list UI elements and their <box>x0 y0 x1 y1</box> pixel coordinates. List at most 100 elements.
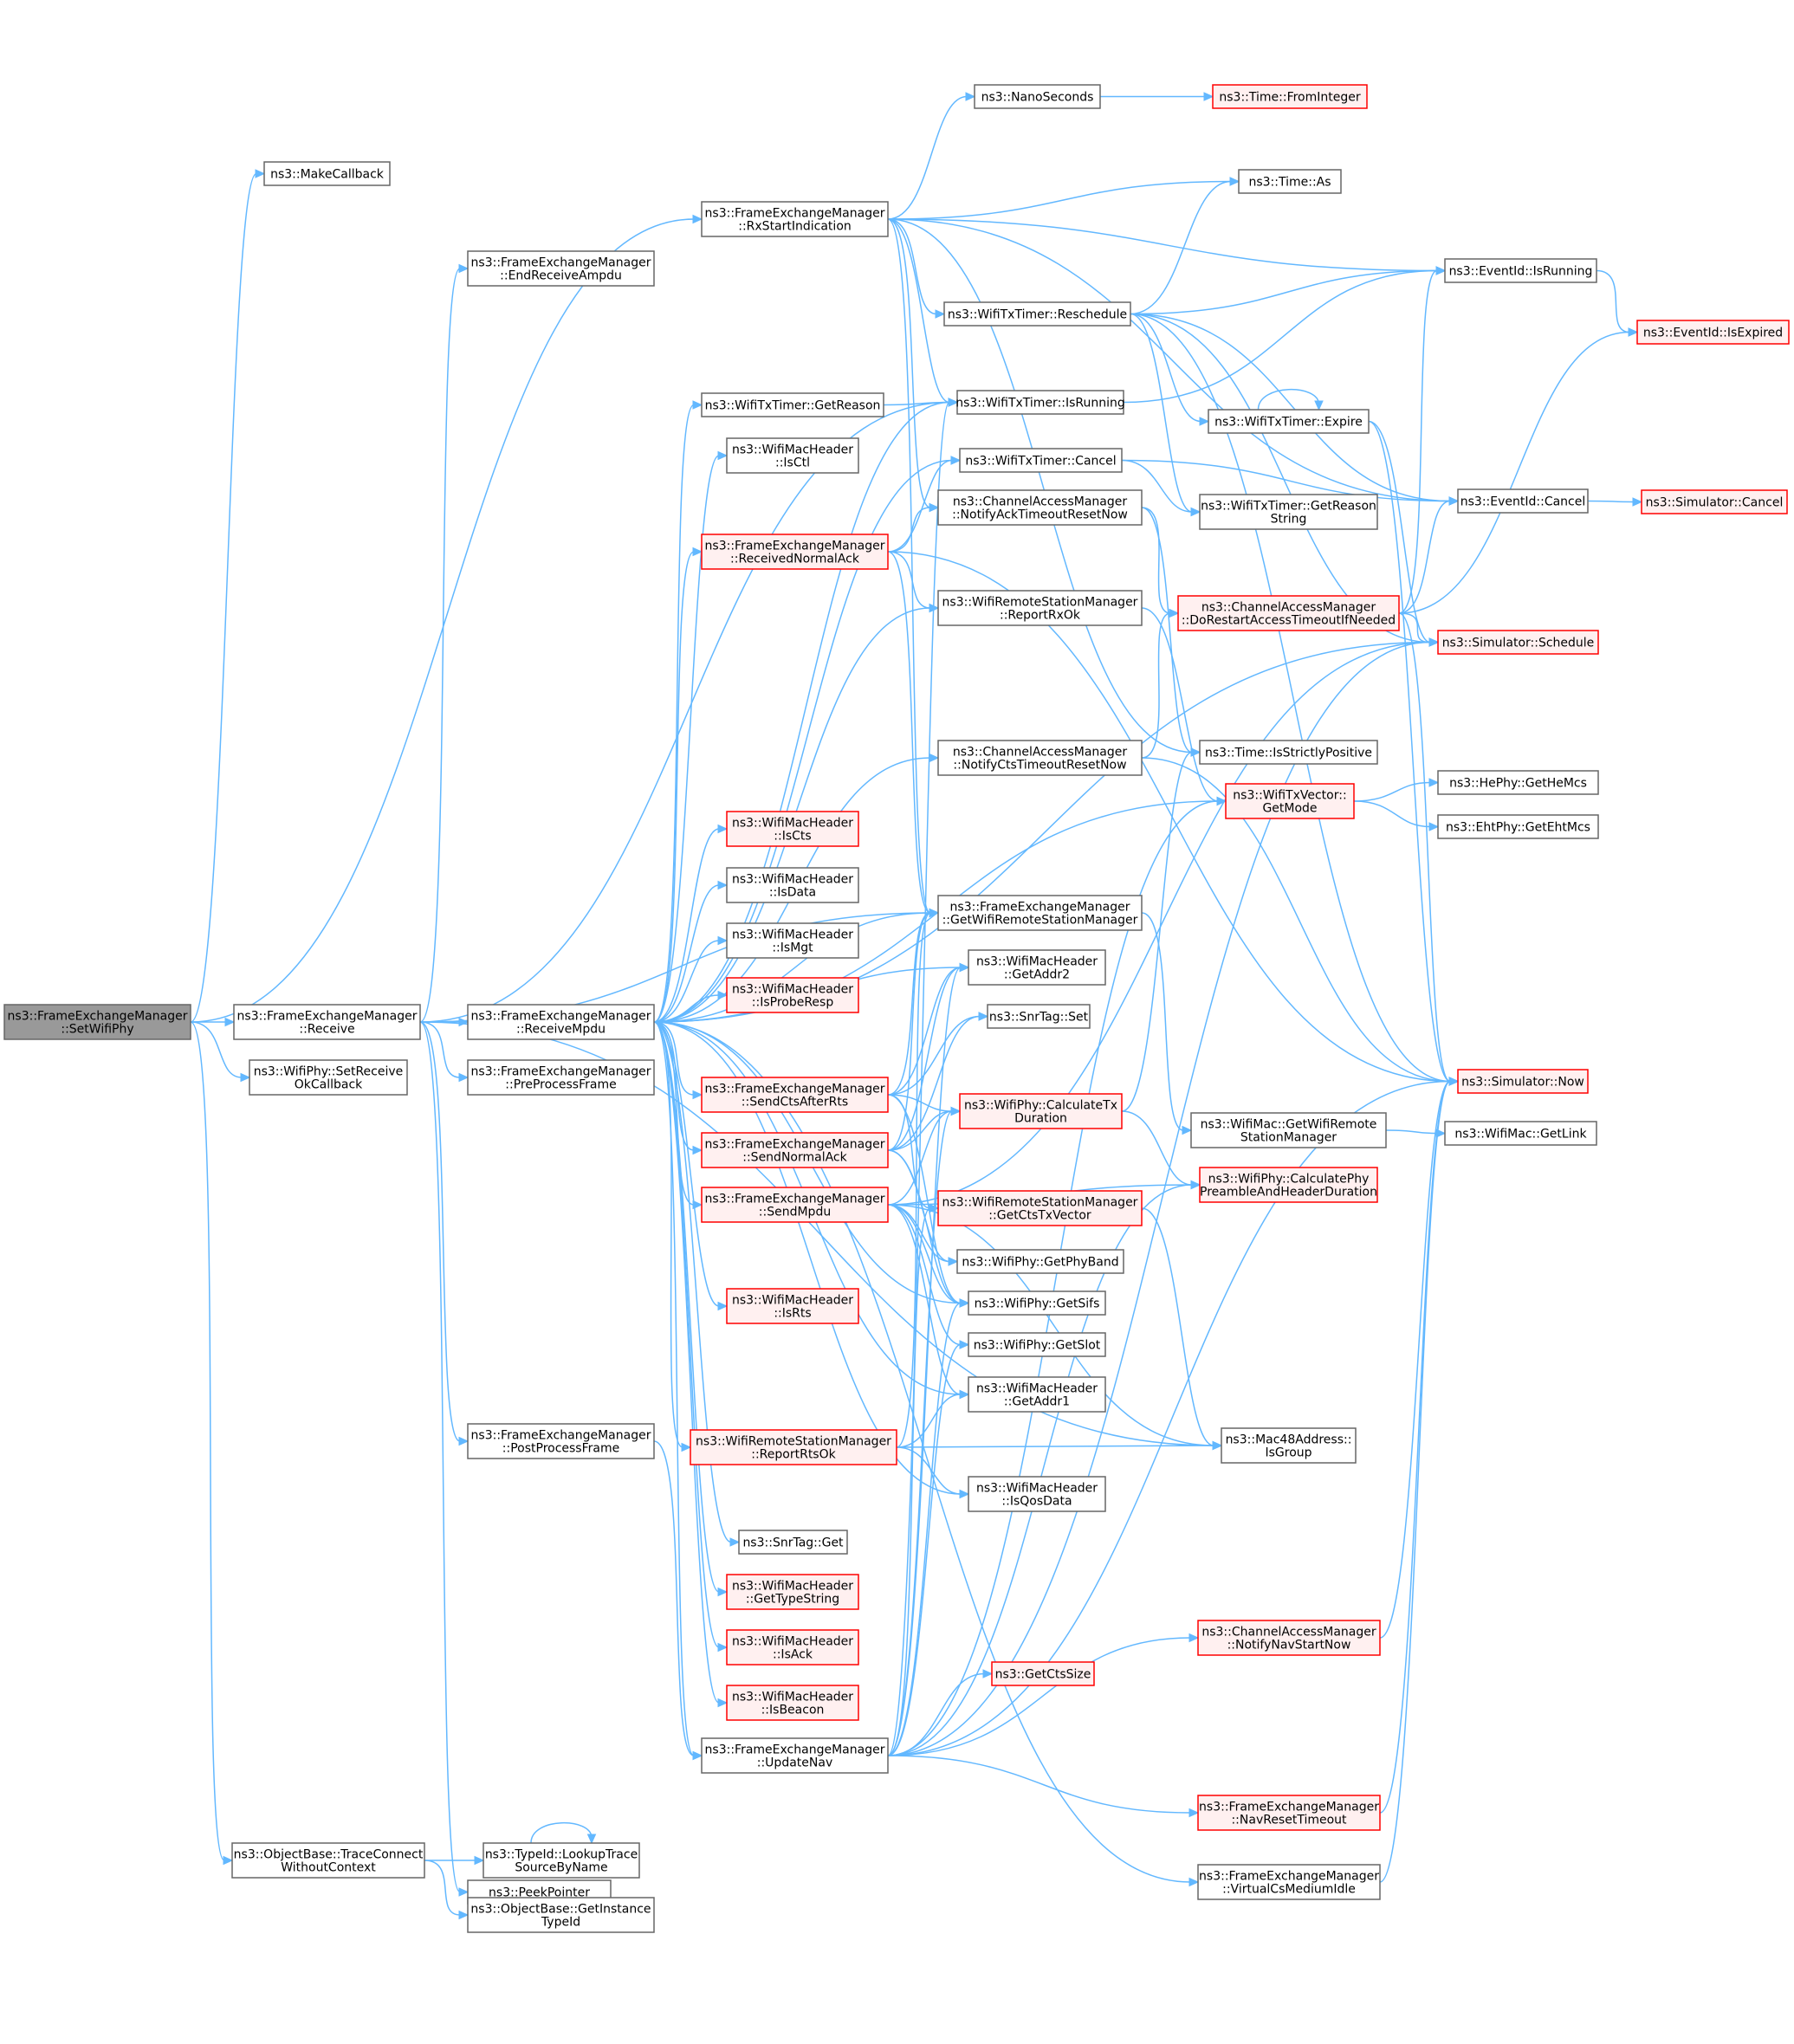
node-ns3-eventid-cancel[interactable]: ns3::EventId::Cancel <box>1457 488 1589 514</box>
edge-n4-n3 <box>419 263 470 1023</box>
node-ns3-frameexchangemanager-sendmpdu[interactable]: ns3::FrameExchangeManager::SendMpdu <box>701 1187 889 1223</box>
node-ns3-wifimacheader-isctl[interactable]: ns3::WifiMacHeader::IsCtl <box>726 437 859 474</box>
node-ns3-wifimacheader-isack[interactable]: ns3::WifiMacHeader::IsAck <box>726 1629 859 1666</box>
node-ns3-wifitxvector-getmode[interactable]: ns3::WifiTxVector::GetMode <box>1225 783 1355 819</box>
arrowhead <box>929 908 940 918</box>
node-box <box>1190 1112 1387 1148</box>
node-ns3-wifiremotestationmanager-getctstxvector[interactable]: ns3::WifiRemoteStationManager::GetCtsTxV… <box>937 1190 1143 1226</box>
node-ns3-channelaccessmanager-dorestartaccesstimeoutifneeded[interactable]: ns3::ChannelAccessManager::DoRestartAcce… <box>1177 595 1400 631</box>
node-ns3-wifimacheader-isbeacon[interactable]: ns3::WifiMacHeader::IsBeacon <box>726 1685 859 1721</box>
node-ns3-frameexchangemanager-preprocessframe[interactable]: ns3::FrameExchangeManager::PreProcessFra… <box>467 1059 655 1096</box>
node-ns3-wifimacheader-ismgt[interactable]: ns3::WifiMacHeader::IsMgt <box>726 922 859 959</box>
node-ns3-channelaccessmanager-notifyacktimeoutresetnow[interactable]: ns3::ChannelAccessManager::NotifyAckTime… <box>937 489 1143 526</box>
node-ns3-wifimacheader-iscts[interactable]: ns3::WifiMacHeader::IsCts <box>726 811 859 847</box>
edge-n50-n50 <box>1257 389 1324 411</box>
edge-n4-n9 <box>419 1021 470 1446</box>
node-ns3-wifitxtimer-isrunning[interactable]: ns3::WifiTxTimer::IsRunning <box>955 390 1125 415</box>
node-ns3-frameexchangemanager-sendctsafterrts[interactable]: ns3::FrameExchangeManager::SendCtsAfterR… <box>701 1077 889 1113</box>
node-ns3-frameexchangemanager-getwifiremotestationmanager[interactable]: ns3::FrameExchangeManager::GetWifiRemote… <box>937 895 1143 931</box>
node-ns3-frameexchangemanager-rxstartindication[interactable]: ns3::FrameExchangeManager::RxStartIndica… <box>701 201 889 237</box>
node-ns3-wifimacheader-gettypestring[interactable]: ns3::WifiMacHeader::GetTypeString <box>726 1574 859 1610</box>
node-ns3-objectbase-traceconnectwithoutcontext[interactable]: ns3::ObjectBase::TraceConnectWithoutCont… <box>231 1842 425 1879</box>
node-ns3-frameexchangemanager-receivempdu[interactable]: ns3::FrameExchangeManager::ReceiveMpdu <box>467 1004 655 1040</box>
node-ns3-wifimacheader-isproberesp[interactable]: ns3::WifiMacHeader::IsProbeResp <box>726 977 859 1013</box>
node-ns3-eventid-isrunning[interactable]: ns3::EventId::IsRunning <box>1444 258 1597 283</box>
node-ns3-wifimacheader-getaddr2[interactable]: ns3::WifiMacHeader::GetAddr2 <box>968 949 1106 986</box>
node-label: ns3::WifiRemoteStationManager <box>942 596 1138 610</box>
node-ns3-wifimac-getlink[interactable]: ns3::WifiMac::GetLink <box>1444 1121 1597 1146</box>
node-ns3-wifiphy-getphyband[interactable]: ns3::WifiPhy::GetPhyBand <box>956 1249 1124 1274</box>
node-ns3-wifitxtimer-reschedule[interactable]: ns3::WifiTxTimer::Reschedule <box>943 301 1131 327</box>
node-ns3-snrtag-set[interactable]: ns3::SnrTag::Set <box>987 1004 1091 1029</box>
node-ns3-frameexchangemanager-receivednormalack[interactable]: ns3::FrameExchangeManager::ReceivedNorma… <box>701 534 889 570</box>
edge-n9-n29 <box>653 1440 703 1761</box>
node-ns3-frameexchangemanager-updatenav[interactable]: ns3::FrameExchangeManager::UpdateNav <box>701 1737 889 1774</box>
node-label: ::IsQosData <box>1001 1495 1072 1509</box>
node-ns3-mac48address-isgroup[interactable]: ns3::Mac48Address::IsGroup <box>1221 1427 1357 1464</box>
node-ns3-frameexchangemanager-receive[interactable]: ns3::FrameExchangeManager::Receive <box>233 1004 421 1040</box>
node-label: ns3::FrameExchangeManager <box>705 1743 885 1757</box>
node-ns3-wifitxtimer-getreason[interactable]: ns3::WifiTxTimer::GetReason <box>701 392 884 417</box>
node-ns3-frameexchangemanager-virtualcsmediumidle[interactable]: ns3::FrameExchangeManager::VirtualCsMedi… <box>1197 1864 1381 1900</box>
node-ns3-time-as[interactable]: ns3::Time::As <box>1238 169 1342 194</box>
arrowhead <box>965 92 976 101</box>
node-ns3-wifiremotestationmanager-reportrtsok[interactable]: ns3::WifiRemoteStationManager::ReportRts… <box>690 1429 897 1465</box>
node-label: ::IsRts <box>774 1307 811 1321</box>
node-ns3-ehtphy-getehtmcs[interactable]: ns3::EhtPhy::GetEhtMcs <box>1437 814 1599 839</box>
node-ns3-wifimacheader-getaddr1[interactable]: ns3::WifiMacHeader::GetAddr1 <box>968 1376 1106 1413</box>
node-ns3-channelaccessmanager-notifyctstimeoutresetnow[interactable]: ns3::ChannelAccessManager::NotifyCtsTime… <box>937 740 1143 776</box>
node-ns3-channelaccessmanager-notifynavstartnow[interactable]: ns3::ChannelAccessManager::NotifyNavStar… <box>1197 1620 1381 1656</box>
node-ns3-wifiremotestationmanager-reportrxok[interactable]: ns3::WifiRemoteStationManager::ReportRxO… <box>937 590 1143 626</box>
node-box <box>968 1476 1106 1512</box>
node-label: ns3::Simulator::Now <box>1461 1076 1584 1090</box>
node-ns3-getctssize[interactable]: ns3::GetCtsSize <box>991 1661 1095 1686</box>
node-ns3-frameexchangemanager-sendnormalack[interactable]: ns3::FrameExchangeManager::SendNormalAck <box>701 1132 889 1168</box>
node-ns3-nanoseconds[interactable]: ns3::NanoSeconds <box>974 84 1101 109</box>
node-ns3-wifiphy-getslot[interactable]: ns3::WifiPhy::GetSlot <box>968 1332 1106 1357</box>
node-label: ns3::SnrTag::Get <box>742 1536 844 1550</box>
node-ns3-wifimacheader-isrts[interactable]: ns3::WifiMacHeader::IsRts <box>726 1288 859 1324</box>
arrowhead <box>692 1750 703 1761</box>
arrowhead <box>255 169 266 178</box>
node-label: StationManager <box>1240 1131 1337 1145</box>
node-ns3-simulator-cancel[interactable]: ns3::Simulator::Cancel <box>1641 489 1788 514</box>
edge-n2-n37 <box>887 218 940 918</box>
node-label: ns3::FrameExchangeManager <box>1199 1801 1379 1814</box>
node-ns3-eventid-isexpired[interactable]: ns3::EventId::IsExpired <box>1636 320 1790 345</box>
node-ns3-snrtag-get[interactable]: ns3::SnrTag::Get <box>738 1530 848 1555</box>
node-label: ns3::Simulator::Cancel <box>1646 496 1784 510</box>
node-box <box>690 1429 897 1465</box>
node-ns3-hephy-gethemcs[interactable]: ns3::HePhy::GetHeMcs <box>1437 770 1599 795</box>
edge-n4-n10 <box>419 1021 470 1897</box>
node-box <box>956 1249 1124 1274</box>
node-ns3-wifimacheader-isqosdata[interactable]: ns3::WifiMacHeader::IsQosData <box>968 1476 1106 1512</box>
node-ns3-time-frominteger[interactable]: ns3::Time::FromInteger <box>1212 84 1368 109</box>
node-ns3-frameexchangemanager-navresettimeout[interactable]: ns3::FrameExchangeManager::NavResetTimeo… <box>1197 1795 1381 1831</box>
node-ns3-time-isstrictlypositive[interactable]: ns3::Time::IsStrictlyPositive <box>1199 740 1378 765</box>
node-ns3-simulator-schedule[interactable]: ns3::Simulator::Schedule <box>1437 630 1599 655</box>
edge-n33-n51 <box>1121 459 1201 517</box>
arrowhead <box>692 214 703 224</box>
node-box <box>726 437 859 474</box>
node-ns3-wifimacheader-isdata[interactable]: ns3::WifiMacHeader::IsData <box>726 867 859 903</box>
node-ns3-wifiphy-getsifs[interactable]: ns3::WifiPhy::GetSifs <box>968 1290 1106 1316</box>
node-ns3-wifimac-getwifiremotestationmanager[interactable]: ns3::WifiMac::GetWifiRemoteStationManage… <box>1190 1112 1387 1148</box>
node-ns3-frameexchangemanager-postprocessframe[interactable]: ns3::FrameExchangeManager::PostProcessFr… <box>467 1423 655 1459</box>
edge-n15-n33 <box>887 456 962 553</box>
node-ns3-makecallback[interactable]: ns3::MakeCallback <box>263 161 391 186</box>
node-ns3-wifitxtimer-expire[interactable]: ns3::WifiTxTimer::Expire <box>1208 409 1370 434</box>
node-ns3-frameexchangemanager-endreceiveampdu[interactable]: ns3::FrameExchangeManager::EndReceiveAmp… <box>467 250 655 287</box>
node-label: ns3::WifiMacHeader <box>732 1580 853 1594</box>
node-ns3-wifiphy-calculatephypreambleandheaderduration[interactable]: ns3::WifiPhy::CalculatePhyPreambleAndHea… <box>1199 1167 1378 1203</box>
node-ns3-wifitxtimer-cancel[interactable]: ns3::WifiTxTimer::Cancel <box>959 448 1123 473</box>
node-label: ns3::ObjectBase::TraceConnect <box>234 1848 424 1862</box>
node-ns3-simulator-now[interactable]: ns3::Simulator::Now <box>1457 1069 1589 1094</box>
node-ns3-frameexchangemanager-setwifiphy[interactable]: ns3::FrameExchangeManager::SetWifiPhy <box>3 1004 191 1040</box>
arrowhead <box>692 1145 703 1155</box>
node-box <box>1221 1427 1357 1464</box>
